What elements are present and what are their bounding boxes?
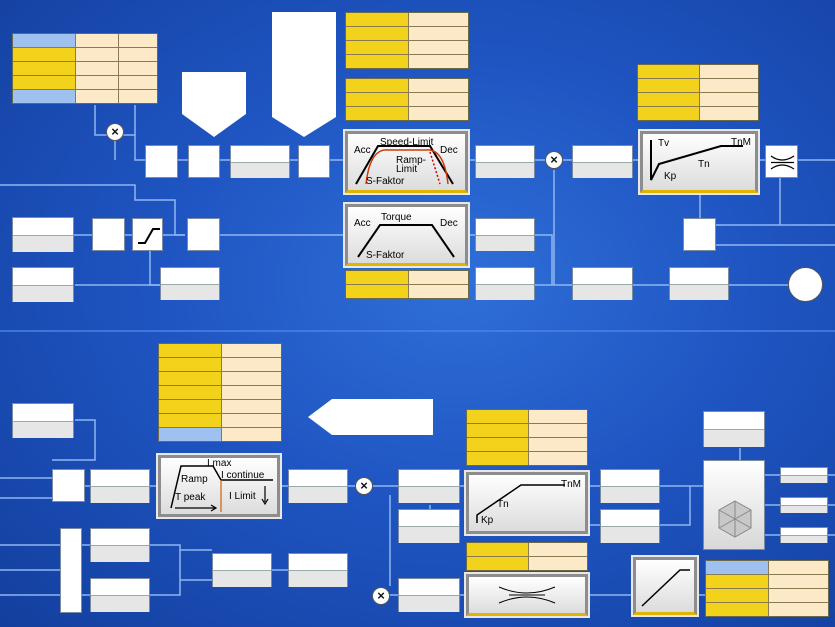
hexagon-icon — [718, 500, 752, 538]
value-field-top-2[interactable] — [160, 267, 220, 300]
pi-bottom-curve-icon — [476, 484, 565, 523]
output-field-1[interactable] — [780, 467, 828, 483]
value-field-bot-11[interactable] — [600, 509, 660, 543]
param-table-bot-left[interactable] — [158, 343, 282, 442]
pi-bottom-tnm: TnM — [561, 479, 581, 490]
value-field-bot-6[interactable] — [90, 578, 150, 612]
param-table-top-center-1[interactable] — [345, 12, 469, 69]
section-divider — [0, 330, 835, 332]
param-table-torque[interactable] — [345, 270, 469, 299]
shield-shape-right — [272, 12, 336, 137]
converter-block[interactable] — [703, 460, 765, 550]
value-field-top-l2[interactable] — [12, 267, 74, 302]
multiplier-top-1: × — [106, 123, 124, 141]
value-field-bot-5[interactable] — [90, 528, 150, 562]
filter-block-top[interactable] — [765, 145, 798, 178]
input-box-3[interactable] — [298, 145, 330, 178]
value-field-bot-4[interactable] — [398, 509, 460, 543]
value-field-bot-1[interactable] — [90, 469, 150, 503]
value-field-bot-10[interactable] — [600, 469, 660, 503]
value-field-top-4[interactable] — [572, 145, 633, 178]
motor-output-circle[interactable] — [788, 267, 823, 302]
param-table-top-right[interactable] — [637, 64, 759, 121]
cl-i-limit: I Limit — [229, 491, 256, 502]
input-box-4[interactable] — [92, 218, 125, 251]
value-field-bot-9[interactable] — [398, 578, 460, 612]
value-field-bot-l1[interactable] — [12, 403, 74, 438]
limiter-icon — [138, 228, 160, 244]
speed-limit-sfaktor: S-Faktor — [366, 176, 405, 187]
torque-title: Torque — [381, 212, 412, 223]
value-field-bot-12[interactable] — [703, 411, 765, 447]
value-field-top-1[interactable] — [230, 145, 290, 178]
current-limit-block[interactable]: I max Ramp I continue T peak I Limit — [156, 453, 282, 519]
input-bar-bot[interactable] — [60, 528, 82, 613]
param-table-bot-right[interactable] — [705, 560, 829, 617]
input-box-bot-1[interactable] — [52, 469, 85, 502]
torque-ramp-curve-icon — [357, 224, 455, 258]
value-field-bot-2[interactable] — [288, 469, 348, 503]
cl-t-peak: T peak — [175, 492, 206, 503]
shield-shape-left — [182, 72, 246, 137]
speed-limit-curve-icon — [355, 145, 454, 185]
torque-ramp-block[interactable]: Torque Acc Dec S-Faktor — [343, 202, 470, 268]
input-box-6[interactable] — [683, 218, 716, 251]
cl-i-max: I max — [207, 458, 232, 469]
filter-bottom-icon — [498, 586, 556, 604]
pi-bottom-tn: Tn — [497, 499, 509, 510]
pi-controller-top[interactable]: Tv TnM Tn Kp — [638, 129, 760, 195]
speed-limit-title: Speed-Limit — [380, 137, 434, 148]
pi-top-tn: Tn — [698, 159, 710, 170]
multiplier-bot-1: × — [355, 477, 373, 495]
pi-controller-bottom[interactable]: TnM Tn Kp — [464, 470, 590, 536]
output-field-3[interactable] — [780, 527, 828, 543]
multiplier-bot-2: × — [372, 587, 390, 605]
multiplier-top-2: × — [545, 151, 563, 169]
value-field-bot-3[interactable] — [398, 469, 460, 503]
torque-dec: Dec — [440, 218, 458, 229]
output-field-2[interactable] — [780, 497, 828, 513]
arrow-shape — [308, 399, 433, 435]
filter-block-bottom[interactable] — [464, 572, 590, 618]
notch-filter-icon — [770, 155, 795, 170]
value-field-top-7[interactable] — [572, 267, 633, 300]
value-field-top-8[interactable] — [669, 267, 729, 300]
input-box-2[interactable] — [188, 145, 220, 178]
speed-limit-dec: Dec — [440, 145, 458, 156]
torque-sfaktor: S-Faktor — [366, 250, 405, 261]
param-table-bot-center-2[interactable] — [466, 542, 588, 571]
input-box-1[interactable] — [145, 145, 178, 178]
value-field-top-6[interactable] — [475, 267, 535, 300]
param-table-bot-center-1[interactable] — [466, 409, 588, 466]
current-limit-curve-icon — [170, 465, 273, 512]
pi-top-kp: Kp — [664, 171, 677, 182]
speed-limit-acc: Acc — [354, 145, 371, 156]
pi-bottom-kp: Kp — [481, 515, 494, 526]
speed-limit-block[interactable]: Speed-Limit Acc Dec Ramp- Limit S-Faktor — [343, 129, 470, 195]
pi-curve-icon — [650, 140, 743, 181]
cl-ramp: Ramp — [181, 474, 208, 485]
pi-top-tnm: TnM — [731, 137, 751, 148]
limiter-block[interactable] — [132, 218, 163, 251]
pi-top-tv: Tv — [658, 138, 670, 149]
value-field-top-3[interactable] — [475, 145, 535, 178]
ramp-limiter-icon — [641, 569, 690, 607]
value-field-top-l1[interactable] — [12, 217, 74, 252]
speed-limit-ramp-1: Ramp- — [396, 155, 427, 166]
ramp-limiter-block[interactable] — [631, 555, 699, 617]
param-table-top-left[interactable] — [12, 33, 158, 104]
param-table-top-center-2[interactable] — [345, 78, 469, 121]
value-field-bot-8[interactable] — [288, 553, 348, 587]
torque-acc: Acc — [354, 218, 371, 229]
cl-i-continue: I continue — [221, 470, 265, 481]
input-box-5[interactable] — [187, 218, 220, 251]
value-field-bot-7[interactable] — [212, 553, 272, 587]
speed-limit-ramp-2: Limit — [396, 164, 418, 175]
value-field-top-5[interactable] — [475, 218, 535, 251]
